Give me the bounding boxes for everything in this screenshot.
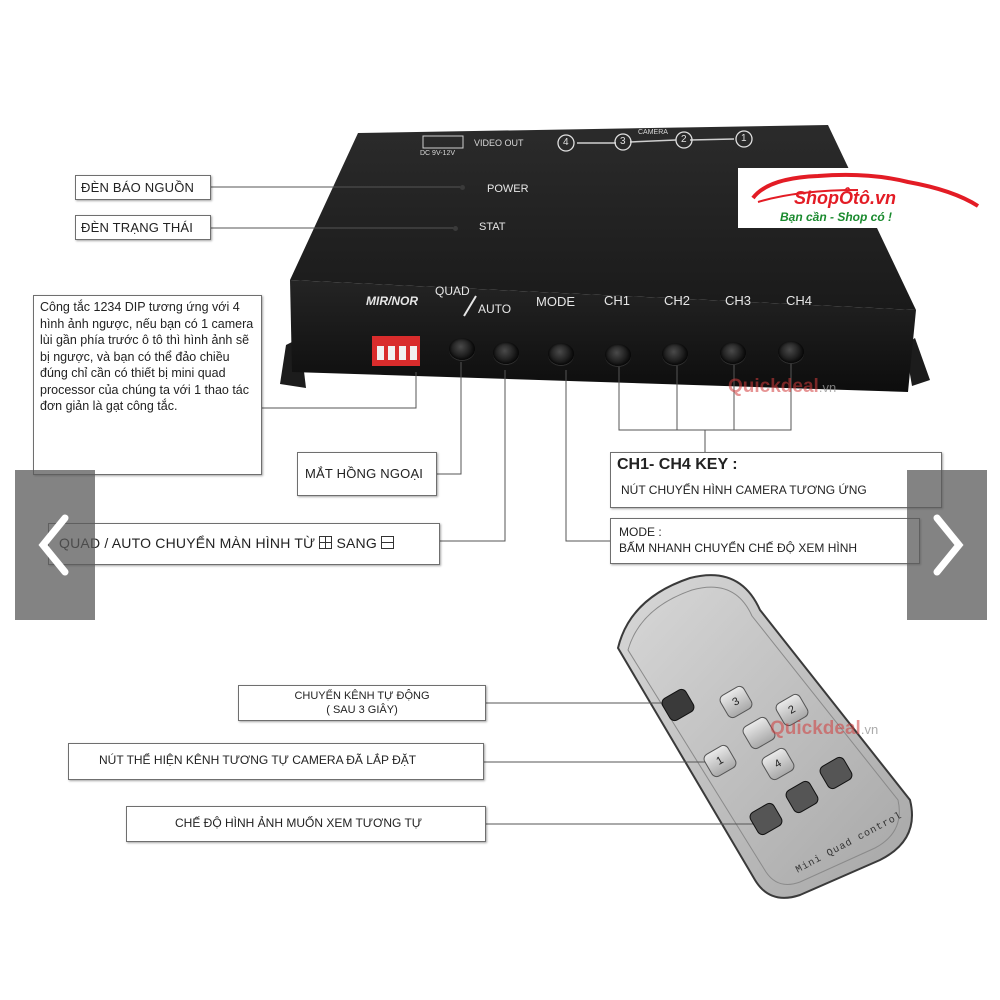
next-image-button[interactable]	[907, 470, 987, 620]
ch4-label: CH4	[786, 293, 813, 308]
ch1-label: CH1	[604, 293, 631, 308]
mode-label: MODE	[536, 294, 575, 309]
channel-buttons-callout: NÚT THỂ HIỆN KÊNH TƯƠNG TỰ CAMERA ĐÃ LẮP…	[68, 743, 484, 780]
watermark-remote-suffix: .vn	[860, 722, 879, 737]
ch-key-callout-desc: NÚT CHUYỂN HÌNH CAMERA TƯƠNG ỨNG	[621, 483, 867, 497]
ir-sensor	[449, 338, 475, 360]
ch2-button[interactable]	[662, 343, 688, 365]
power-led	[460, 185, 465, 190]
shop-logo-name: ShopÔtô.vn	[794, 188, 896, 208]
video-out-label: VIDEO OUT	[474, 138, 524, 148]
camera-label: CAMERA	[638, 129, 668, 136]
ir-eye-callout: MẮT HỒNG NGOẠI	[297, 452, 437, 496]
mir-nor-label: MIR/NOR	[366, 294, 418, 308]
quad-auto-button[interactable]	[493, 342, 519, 364]
ch2-label: CH2	[664, 293, 691, 308]
watermark-device: Quickdeal.vn	[728, 376, 836, 398]
auto-switch-callout-line1: CHUYỂN KÊNH TỰ ĐỘNG	[294, 690, 430, 702]
channel-buttons-callout-text: NÚT THỂ HIỆN KÊNH TƯƠNG TỰ CAMERA ĐÃ LẮP…	[99, 753, 417, 767]
quad-view-icon	[319, 536, 333, 549]
quad-auto-callout-text: QUAD / AUTO CHUYỂN MÀN HÌNH TỪ	[59, 535, 316, 551]
view-mode-callout-text: CHẾ ĐỘ HÌNH ẢNH MUỐN XEM TƯƠNG TỰ	[175, 816, 423, 830]
power-jack-label: DC 9V-12V	[420, 150, 456, 157]
watermark-remote: Quickdeal.vn	[770, 718, 878, 740]
watermark-device-suffix: .vn	[818, 380, 837, 395]
auto-switch-callout-line2: ( SAU 3 GIÂY)	[326, 704, 398, 716]
port-4: 4	[563, 137, 569, 148]
power-led-callout: ĐÈN BÁO NGUỒN	[75, 175, 211, 200]
mode-button[interactable]	[548, 343, 574, 365]
prev-image-button[interactable]	[15, 470, 95, 620]
quad-label: QUAD	[435, 284, 470, 298]
dip-switch-callout: Công tắc 1234 DIP tương ứng với 4 hình ả…	[33, 295, 262, 475]
shop-logo: ShopÔtô.vn Bạn cần - Shop có !	[738, 168, 988, 228]
quad-auto-callout: QUAD / AUTO CHUYỂN MÀN HÌNH TỪ SANG	[48, 523, 440, 565]
power-label: POWER	[487, 183, 529, 195]
status-led-callout-text: ĐÈN TRẠNG THÁI	[81, 220, 194, 235]
dip-switch-callout-text: Công tắc 1234 DIP tương ứng với 4 hình ả…	[40, 300, 254, 413]
mode-callout: MODE : BẤM NHANH CHUYỂN CHẾ ĐỘ XEM HÌNH	[610, 518, 920, 564]
auto-label: AUTO	[478, 302, 512, 316]
mode-callout-desc: BẤM NHANH CHUYỂN CHẾ ĐỘ XEM HÌNH	[619, 541, 858, 555]
status-led-callout: ĐÈN TRẠNG THÁI	[75, 215, 211, 240]
view-mode-callout: CHẾ ĐỘ HÌNH ẢNH MUỐN XEM TƯƠNG TỰ	[126, 806, 486, 842]
watermark-remote-name: Quickdeal	[770, 718, 861, 739]
ch-key-callout: CH1- CH4 KEY : NÚT CHUYỂN HÌNH CAMERA TƯ…	[610, 452, 942, 508]
watermark-device-name: Quickdeal	[728, 376, 819, 397]
ch3-label: CH3	[725, 293, 752, 308]
ch4-button[interactable]	[778, 341, 804, 363]
ch-key-callout-title: CH1- CH4 KEY :	[617, 456, 738, 473]
ir-eye-callout-text: MẮT HỒNG NGOẠI	[305, 466, 424, 481]
port-1: 1	[741, 133, 747, 144]
chevron-right-icon	[933, 514, 964, 576]
power-led-callout-text: ĐÈN BÁO NGUỒN	[81, 180, 195, 195]
stat-led	[453, 226, 458, 231]
mode-callout-title: MODE :	[619, 525, 662, 539]
ch3-button[interactable]	[720, 342, 746, 364]
chevron-left-icon	[38, 514, 69, 576]
shop-logo-slogan: Bạn cần - Shop có !	[780, 210, 893, 224]
car-swoosh-icon	[751, 172, 980, 208]
port-3: 3	[620, 136, 626, 147]
stat-label: STAT	[479, 221, 506, 233]
split-view-icon	[381, 536, 395, 549]
quad-auto-callout-mid: SANG	[336, 535, 377, 551]
ch1-button[interactable]	[605, 344, 631, 366]
port-2: 2	[681, 134, 687, 145]
auto-switch-callout: CHUYỂN KÊNH TỰ ĐỘNG ( SAU 3 GIÂY)	[238, 685, 486, 721]
